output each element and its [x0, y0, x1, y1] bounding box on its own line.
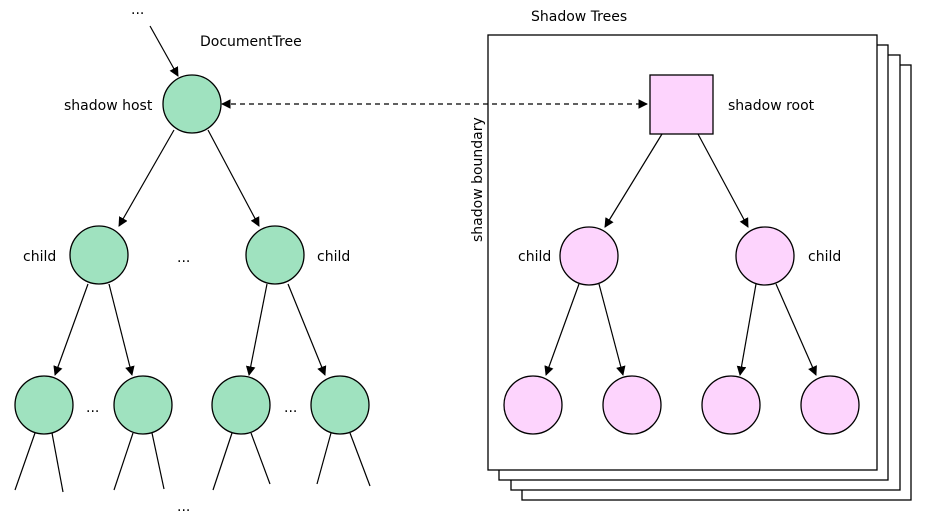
leaf-line — [212, 432, 233, 491]
ellipsis-leaves-right: ... — [284, 400, 297, 416]
ellipsis-middle: ... — [177, 250, 190, 266]
top-ellipsis: ... — [131, 2, 144, 18]
edge-root-left — [604, 133, 663, 228]
leaf-line — [151, 432, 165, 490]
leaf-line — [14, 432, 36, 491]
edge-shadow-left-1 — [544, 283, 580, 376]
shadow-child-label-right: child — [808, 249, 841, 265]
shadow-host-label: shadow host — [64, 98, 153, 114]
ellipsis-leaves-left: ... — [86, 400, 99, 416]
leaf-node — [113, 375, 173, 435]
leaf-node — [310, 375, 370, 435]
edge-right-child-2 — [287, 283, 327, 376]
shadow-leaf-node — [701, 375, 761, 435]
edge-shadow-right-1 — [736, 283, 757, 376]
edge-shadow-left-2 — [598, 283, 626, 376]
incoming-arrow — [149, 25, 179, 77]
shadow-tree-nodes — [503, 74, 860, 435]
edge-left-child-2 — [108, 283, 135, 376]
leaf-node — [14, 375, 74, 435]
shadow-root-label: shadow root — [728, 98, 815, 114]
document-tree-edges — [14, 25, 371, 493]
shadow-trees-title: Shadow Trees — [531, 9, 627, 25]
child-node-left — [69, 225, 129, 285]
shadow-boundary-label: shadow boundary — [470, 117, 486, 242]
shadow-child-node-right — [735, 226, 795, 286]
shadow-tree-edges — [544, 133, 817, 376]
shadow-host-node — [162, 74, 222, 134]
edge-right-child-1 — [245, 283, 268, 376]
shadow-child-node-left — [559, 226, 619, 286]
edge-root-right — [697, 133, 749, 228]
edge-shadow-right-2 — [775, 283, 817, 376]
shadow-root-node — [649, 74, 714, 135]
ellipsis-bottom: ... — [177, 499, 190, 515]
leaf-line — [113, 432, 134, 491]
edge-left-child-1 — [53, 283, 89, 376]
child-label-right: child — [317, 249, 350, 265]
leaf-line — [51, 432, 64, 493]
shadow-leaf-node — [602, 375, 662, 435]
leaf-line — [250, 432, 271, 485]
edge-host-right — [207, 129, 260, 227]
leaf-line — [316, 432, 332, 485]
shadow-child-label-left: child — [518, 249, 551, 265]
leaf-line — [349, 432, 371, 487]
leaf-node — [211, 375, 271, 435]
document-tree-title: DocumentTree — [200, 34, 302, 50]
shadow-leaf-node — [800, 375, 860, 435]
child-node-right — [245, 225, 305, 285]
child-label-left: child — [23, 249, 56, 265]
document-tree-nodes — [14, 74, 370, 435]
edge-host-left — [118, 129, 175, 227]
shadow-leaf-node — [503, 375, 563, 435]
